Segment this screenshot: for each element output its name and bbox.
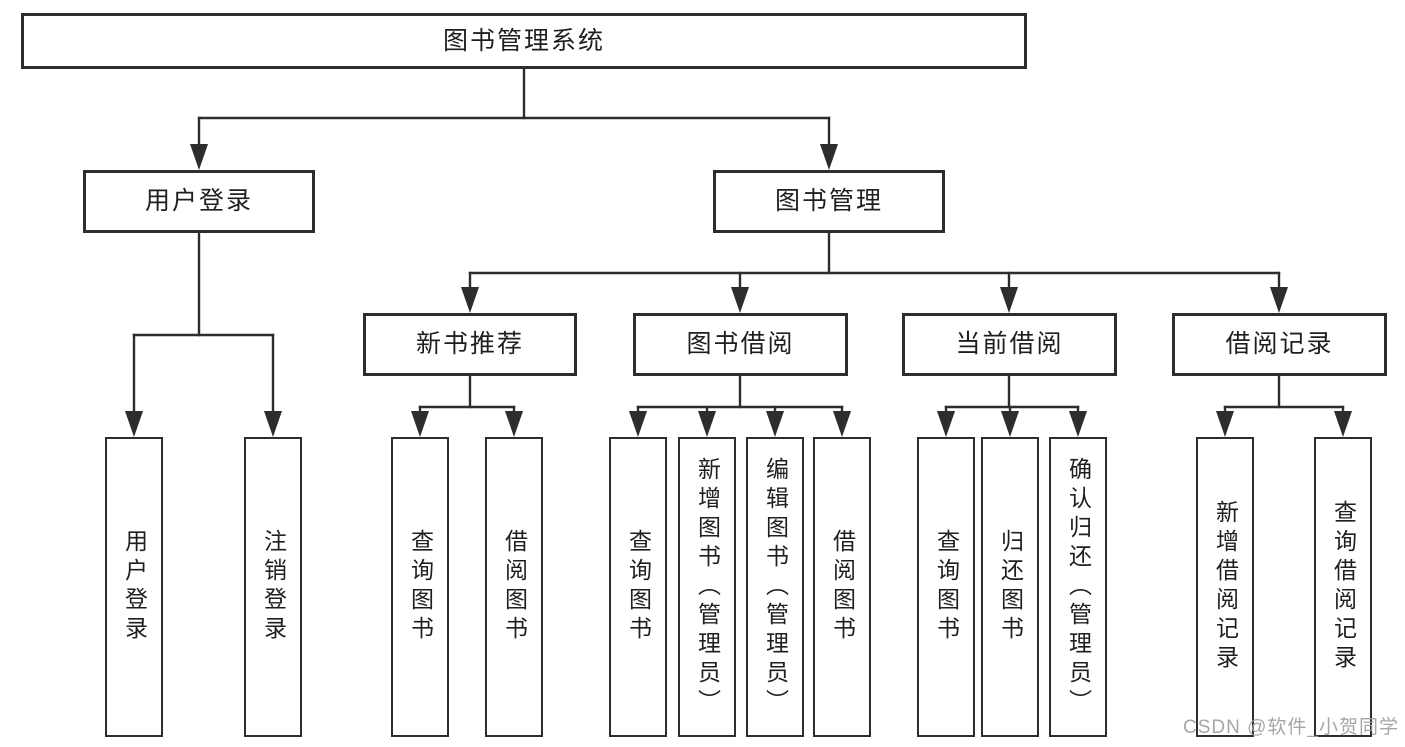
node-book-borrowing: 图书借阅	[633, 313, 848, 376]
node-root-library-management-system: 图书管理系统	[21, 13, 1027, 69]
node-book-management: 图书管理	[713, 170, 945, 233]
node-borrowing-records: 借阅记录	[1172, 313, 1387, 376]
node-current-borrowing: 当前借阅	[902, 313, 1117, 376]
node-leaf-edit-books-admin: 编辑图书（管理员）	[746, 437, 804, 737]
node-leaf-query-books-borrowing: 查询图书	[609, 437, 667, 737]
node-leaf-query-borrow-record: 查询借阅记录	[1314, 437, 1372, 737]
node-leaf-user-login: 用户登录	[105, 437, 163, 737]
node-leaf-query-books-recommend: 查询图书	[391, 437, 449, 737]
node-leaf-add-books-admin: 新增图书（管理员）	[678, 437, 736, 737]
node-leaf-query-books-current: 查询图书	[917, 437, 975, 737]
node-leaf-borrow-books-recommend: 借阅图书	[485, 437, 543, 737]
node-new-book-recommendation: 新书推荐	[363, 313, 577, 376]
node-leaf-confirm-return-admin: 确认归还（管理员）	[1049, 437, 1107, 737]
node-leaf-add-borrow-record: 新增借阅记录	[1196, 437, 1254, 737]
node-leaf-return-books: 归还图书	[981, 437, 1039, 737]
node-leaf-logout: 注销登录	[244, 437, 302, 737]
node-leaf-borrow-books-borrowing: 借阅图书	[813, 437, 871, 737]
csdn-watermark: CSDN @软件_小贺同学	[1183, 717, 1399, 738]
node-user-login: 用户登录	[83, 170, 315, 233]
